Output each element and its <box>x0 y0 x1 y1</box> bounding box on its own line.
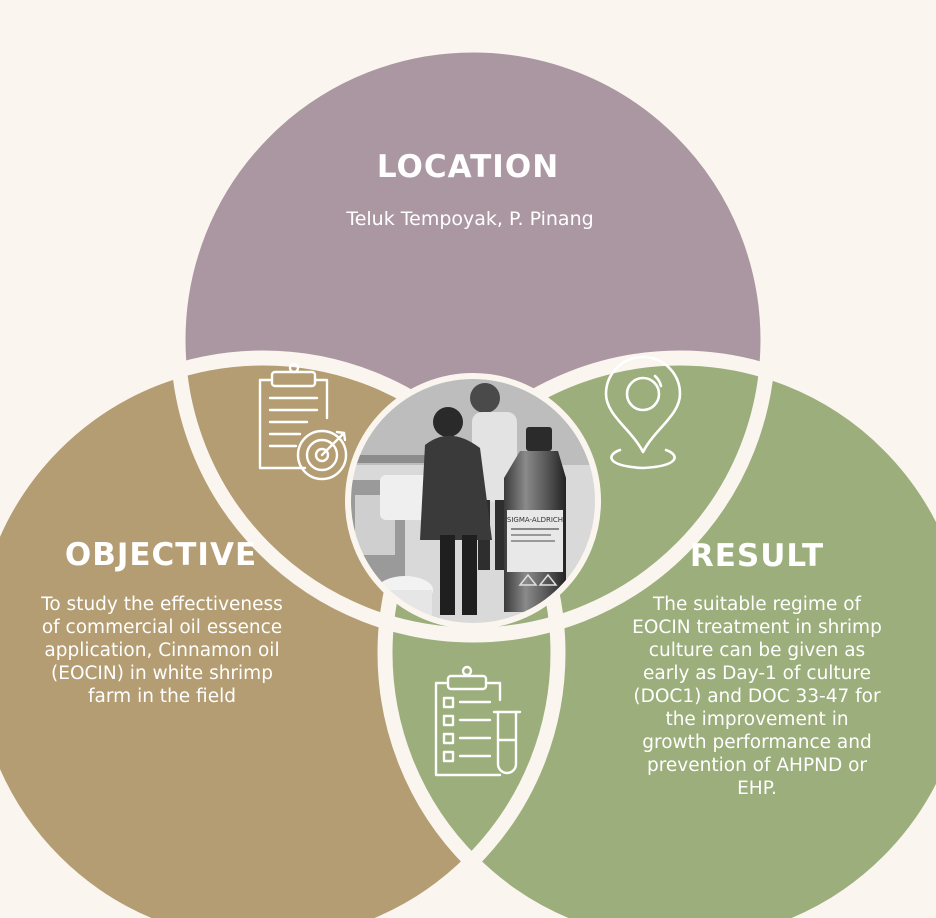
location-pin-icon <box>604 355 682 470</box>
result-outline <box>377 350 936 918</box>
location-outline <box>170 37 776 643</box>
location-title: LOCATION <box>376 149 560 185</box>
objective-text: To study the effectiveness of commercial… <box>41 594 283 707</box>
result-title: RESULT <box>689 538 825 574</box>
result-text: The suitable regime of EOCIN treatment i… <box>632 594 882 799</box>
objective-outline <box>0 350 566 918</box>
clipboard-test-tube-icon <box>434 665 522 777</box>
clipboard-target-icon <box>258 362 348 481</box>
objective-title: OBJECTIVE <box>64 537 258 573</box>
bottle-label: SIGMA-ALDRICH <box>507 516 563 524</box>
location-text: Teluk Tempoyak, P. Pinang <box>346 208 594 230</box>
